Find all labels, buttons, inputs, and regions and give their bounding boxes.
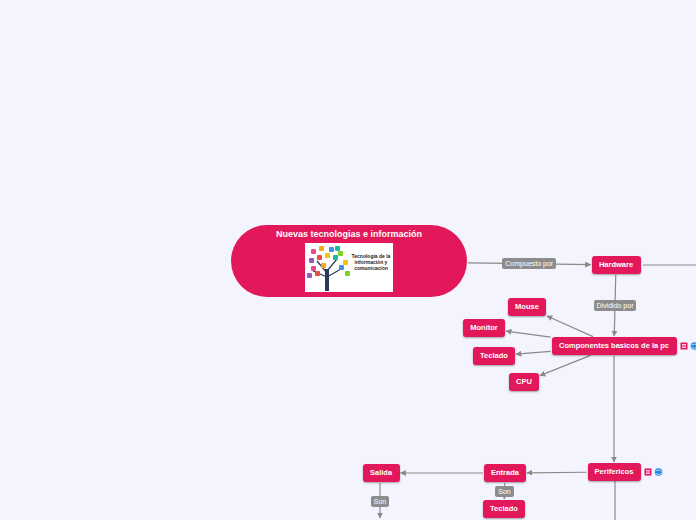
relation-arrow xyxy=(547,316,593,337)
topic-text: Hardware xyxy=(599,260,633,270)
relation-label: Son xyxy=(495,486,513,497)
branch-line xyxy=(614,481,615,520)
topic-icons xyxy=(645,468,663,476)
topic-box: Mouse xyxy=(508,298,546,316)
topic-text: Perifericos xyxy=(595,467,634,477)
topic-text: Teclado xyxy=(480,351,508,361)
relation-arrow xyxy=(527,472,587,474)
topic-icons xyxy=(681,342,696,350)
relation-label: Compuesto por xyxy=(502,258,556,269)
relation-arrow xyxy=(613,356,614,462)
topic-box: Monitor xyxy=(463,319,505,337)
relation-arrow xyxy=(506,331,551,337)
relation-label: Dividido por xyxy=(594,300,637,311)
relation-arrow xyxy=(401,472,484,473)
topic-box: Componentes basicos de la pc xyxy=(552,337,677,355)
topic-box: CPU xyxy=(509,373,539,391)
topic-text: Teclado xyxy=(490,504,518,514)
relation-label: Son xyxy=(371,496,389,507)
topic-text: Salida xyxy=(370,468,392,478)
topic-box: Perifericos xyxy=(588,463,641,481)
image-caption: Tecnología de la información y comunicac… xyxy=(351,253,391,271)
branch-line xyxy=(643,264,696,265)
topic-text: Componentes basicos de la pc xyxy=(559,341,669,351)
relation-arrow xyxy=(516,351,551,354)
topic-text: Entrada xyxy=(491,468,519,478)
topic-box: Hardware xyxy=(592,256,641,274)
relation-arrow xyxy=(540,355,591,375)
topic-text: Mouse xyxy=(515,302,539,312)
topic-text: CPU xyxy=(516,377,532,387)
topic-box: Salida xyxy=(363,464,400,482)
topic-text: Nuevas tecnologias e información xyxy=(276,229,422,240)
topic-text: Monitor xyxy=(470,323,498,333)
topic-box: Teclado xyxy=(473,347,515,365)
central-topic: Nuevas tecnologias e informaciónTecnolog… xyxy=(231,225,467,297)
topic-image: Tecnología de la información y comunicac… xyxy=(305,243,393,292)
topic-box: Teclado xyxy=(483,500,525,518)
topic-box: Entrada xyxy=(484,464,526,482)
off-page-branches xyxy=(380,265,696,520)
